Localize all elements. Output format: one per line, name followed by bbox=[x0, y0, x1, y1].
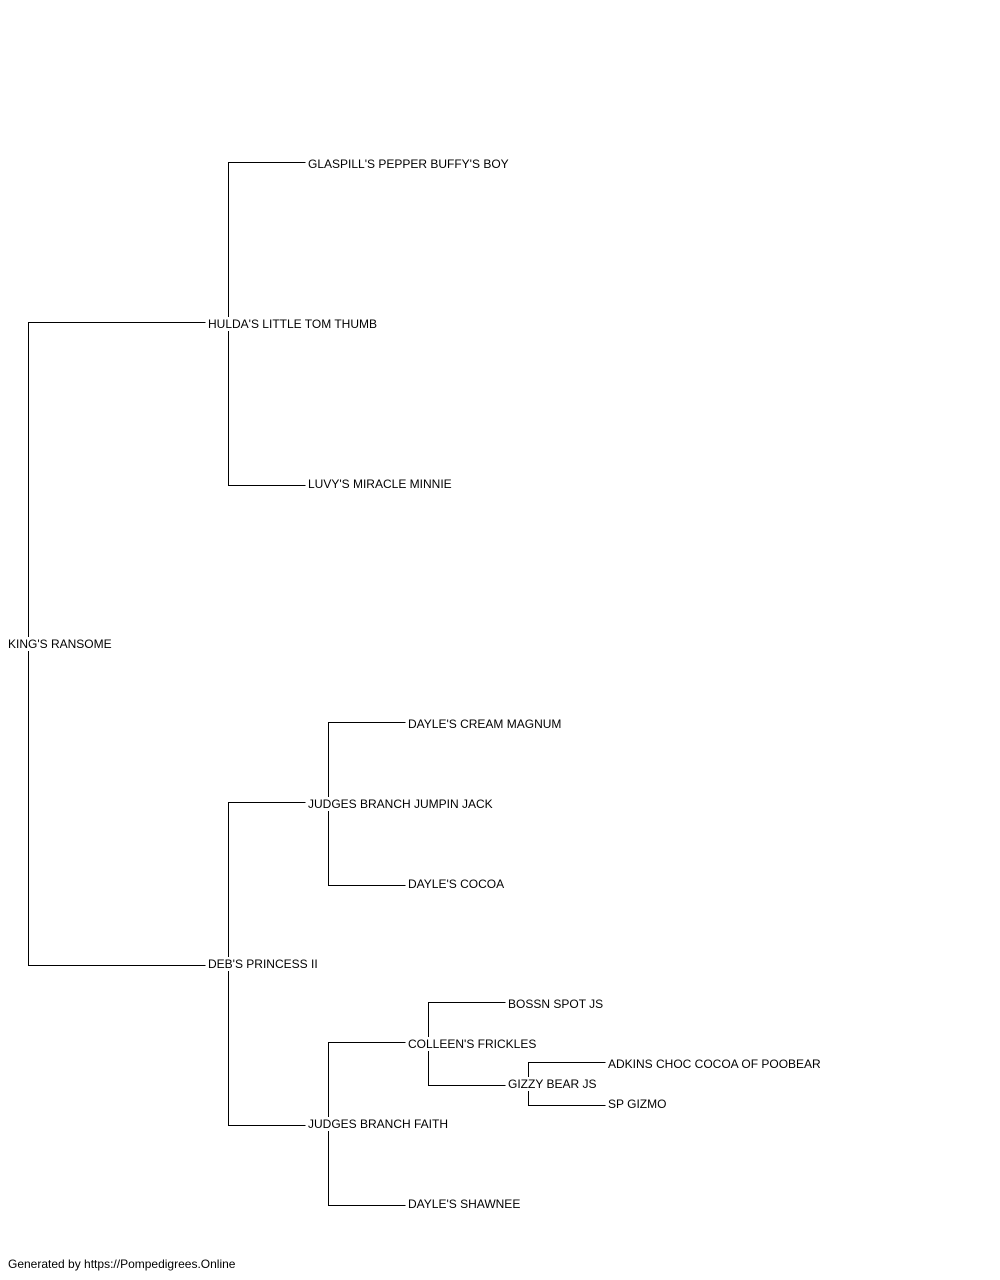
pedigree-node-dam-sire[interactable]: JUDGES BRANCH JUMPIN JACK bbox=[307, 797, 494, 811]
pedigree-node-dam-dam-sire-dam-sire[interactable]: ADKINS CHOC COCOA OF POOBEAR bbox=[607, 1057, 822, 1071]
pedigree-node-dam-dam-sire-dam-dam[interactable]: SP GIZMO bbox=[607, 1097, 668, 1111]
pedigree-node-sire-dam[interactable]: LUVY'S MIRACLE MINNIE bbox=[307, 477, 453, 491]
pedigree-node-dam-sire-dam[interactable]: DAYLE'S COCOA bbox=[407, 877, 506, 891]
pedigree-node-dam-dam-sire-dam[interactable]: GIZZY BEAR JS bbox=[507, 1077, 598, 1091]
generated-by-footer: Generated by https://Pompedigrees.Online bbox=[8, 1257, 236, 1271]
pedigree-node-dam-dam-sire-sire[interactable]: BOSSN SPOT JS bbox=[507, 997, 605, 1011]
pedigree-node-dam-sire-sire[interactable]: DAYLE'S CREAM MAGNUM bbox=[407, 717, 563, 731]
pedigree-node-sire-sire[interactable]: GLASPILL'S PEPPER BUFFY'S BOY bbox=[307, 157, 510, 171]
pedigree-node-sire[interactable]: HULDA'S LITTLE TOM THUMB bbox=[207, 317, 378, 331]
pedigree-node-subject[interactable]: KING'S RANSOME bbox=[7, 637, 113, 651]
pedigree-node-dam-dam-dam[interactable]: DAYLE'S SHAWNEE bbox=[407, 1197, 522, 1211]
pedigree-node-dam-dam[interactable]: JUDGES BRANCH FAITH bbox=[307, 1117, 450, 1131]
pedigree-node-dam[interactable]: DEB'S PRINCESS II bbox=[207, 957, 319, 971]
pedigree-node-dam-dam-sire[interactable]: COLLEEN'S FRICKLES bbox=[407, 1037, 538, 1051]
